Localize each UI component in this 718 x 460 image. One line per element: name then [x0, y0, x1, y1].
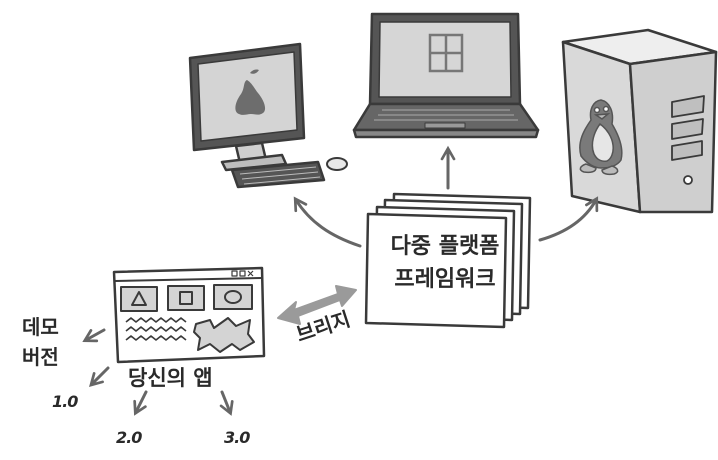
laptop-computer — [352, 12, 540, 139]
version-2-label: 2.0 — [116, 428, 142, 447]
linux-penguin-icon — [579, 99, 623, 176]
version-3-label: 3.0 — [224, 428, 250, 447]
arrow-to-v1 — [89, 366, 110, 387]
app-window — [112, 266, 266, 364]
version-1-label: 1.0 — [52, 392, 78, 411]
arrows — [82, 145, 599, 416]
desktop-computer — [188, 42, 348, 189]
framework-label-line1: 다중 플랫폼 — [390, 234, 500, 259]
framework-stack — [364, 192, 532, 329]
arrow-to-v3 — [219, 390, 234, 416]
framework-label: 다중 플랫폼 프레임워크 — [370, 230, 520, 296]
demo-label-line1: 데모 — [22, 315, 59, 339]
app-label: 당신의 앱 — [128, 366, 213, 390]
arrow-to-desktop — [293, 196, 362, 248]
demo-version-label: 데모 버전 — [22, 312, 59, 372]
arrow-to-tower — [538, 196, 599, 242]
tower-computer — [561, 28, 718, 214]
framework-label-line2: 프레임워크 — [394, 267, 496, 292]
arrow-to-v2 — [133, 390, 148, 416]
demo-label-line2: 버전 — [22, 345, 59, 369]
bridge-arrow — [277, 285, 357, 325]
windows-logo-icon — [428, 33, 464, 73]
arrow-to-demo — [82, 328, 106, 343]
apple-logo-icon — [235, 69, 266, 115]
